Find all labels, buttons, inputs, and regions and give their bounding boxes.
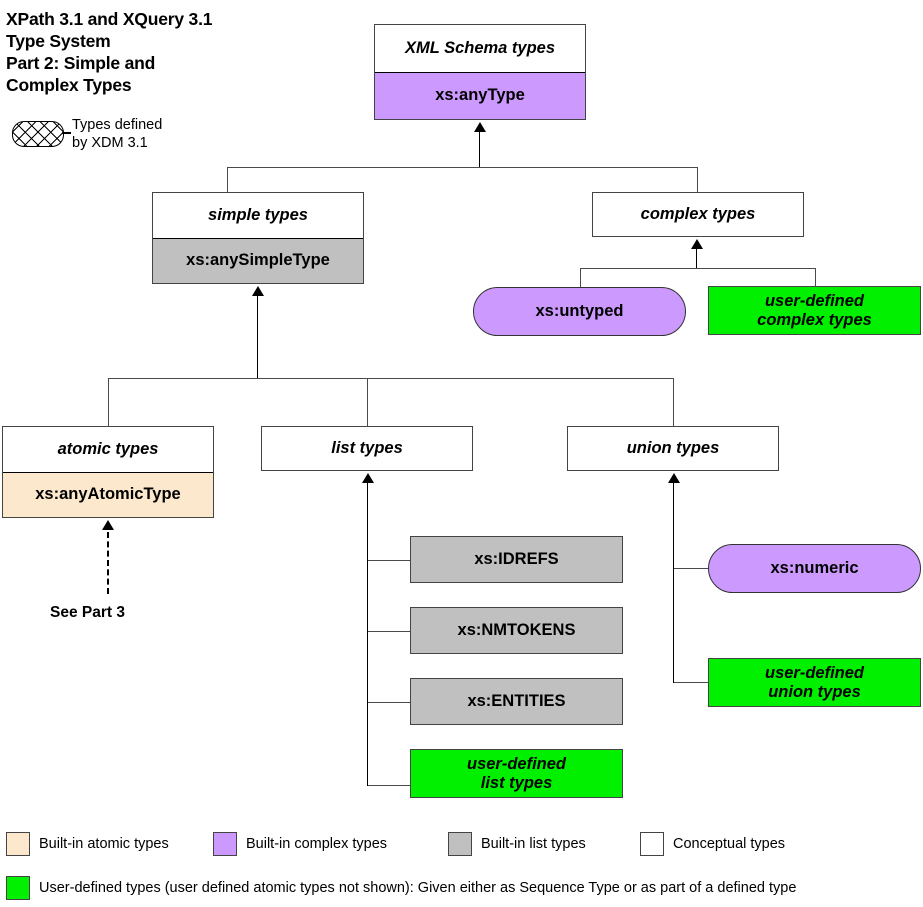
connector-to-list-types: [367, 378, 369, 427]
node-header: atomic types: [3, 427, 213, 472]
arrow-to-complex-types: [691, 239, 703, 249]
connector-complex-stem: [696, 249, 698, 269]
connector-level1-bar: [227, 167, 698, 169]
arrow-to-atomic-types: [102, 520, 114, 530]
connector-to-union-types: [673, 378, 675, 427]
node-body: xs:anyType: [375, 71, 585, 119]
legend-item-user-defined: User-defined types (user defined atomic …: [6, 876, 796, 900]
connector-complex-bar: [580, 268, 816, 270]
node-header: XML Schema types: [375, 25, 585, 72]
connector-to-atomic-types: [108, 378, 110, 427]
node-union-types[interactable]: union types: [567, 426, 779, 471]
page-title: XPath 3.1 and XQuery 3.1 Type System Par…: [6, 9, 213, 95]
connector-to-complex-types: [697, 167, 699, 193]
node-header: complex types: [593, 193, 803, 236]
leaf-xs-numeric[interactable]: xs:numeric: [708, 544, 921, 593]
see-part3-label: See Part 3: [50, 604, 125, 621]
leaf-xs-nmtokens[interactable]: xs:NMTOKENS: [410, 607, 623, 654]
legend-swatch-purple: [213, 832, 237, 856]
legend-swatch-green: [6, 876, 30, 900]
connector-stub-user-list: [368, 785, 410, 787]
legend-item-builtin-list: Built-in list types: [448, 832, 586, 856]
node-xml-schema-types[interactable]: XML Schema types xs:anyType: [374, 24, 586, 120]
legend-swatch-gray: [448, 832, 472, 856]
legend-item-conceptual: Conceptual types: [640, 832, 785, 856]
node-list-types[interactable]: list types: [261, 426, 473, 471]
arrow-to-anytype: [474, 122, 486, 132]
node-header: simple types: [153, 193, 363, 238]
connector-simple-stem: [257, 296, 259, 379]
node-body: xs:anyAtomicType: [3, 471, 213, 517]
connector-stub-user-union: [674, 682, 716, 684]
leaf-user-defined-union-types[interactable]: user-defined union types: [708, 658, 921, 707]
leaf-user-defined-complex-types[interactable]: user-defined complex types: [708, 286, 921, 335]
legend-item-builtin-complex: Built-in complex types: [213, 832, 387, 856]
node-atomic-types[interactable]: atomic types xs:anyAtomicType: [2, 426, 214, 518]
connector-to-xs-untyped: [580, 268, 582, 288]
connector-list-spine: [367, 483, 369, 786]
connector-stub-numeric: [674, 568, 716, 570]
arrow-to-union-types: [668, 473, 680, 483]
node-header: list types: [262, 427, 472, 470]
legend-item-builtin-atomic: Built-in atomic types: [6, 832, 169, 856]
node-body: xs:anySimpleType: [153, 237, 363, 283]
arrow-to-list-types: [362, 473, 374, 483]
xdm-legend: Types defined by XDM 3.1: [12, 117, 212, 153]
leaf-user-defined-list-types[interactable]: user-defined list types: [410, 749, 623, 798]
xdm-legend-label: Types defined by XDM 3.1: [72, 117, 163, 151]
legend-swatch-white: [640, 832, 664, 856]
legend-label: User-defined types (user defined atomic …: [39, 880, 797, 896]
connector-to-user-complex: [815, 268, 817, 286]
connector-stub-nmtokens: [368, 631, 410, 633]
leaf-xs-entities[interactable]: xs:ENTITIES: [410, 678, 623, 725]
node-header: union types: [568, 427, 778, 470]
connector-union-spine: [673, 483, 675, 683]
arrow-to-simple-types: [252, 286, 264, 296]
connector-anytype-stem: [479, 132, 481, 168]
legend-tick: [62, 132, 71, 134]
leaf-xs-untyped[interactable]: xs:untyped: [473, 287, 686, 336]
connector-to-simple-types: [227, 167, 229, 193]
legend-label: Built-in list types: [481, 836, 586, 852]
leaf-xs-idrefs[interactable]: xs:IDREFS: [410, 536, 623, 583]
connector-see-part3-dashed: [107, 532, 109, 594]
node-simple-types[interactable]: simple types xs:anySimpleType: [152, 192, 364, 284]
node-complex-types[interactable]: complex types: [592, 192, 804, 237]
connector-level2-bar: [108, 378, 674, 380]
connector-stub-entities: [368, 702, 410, 704]
legend-label: Built-in atomic types: [39, 836, 169, 852]
legend-label: Conceptual types: [673, 836, 786, 852]
legend-swatch-peach: [6, 832, 30, 856]
connector-stub-idrefs: [368, 560, 410, 562]
hatched-stadium-icon: [12, 121, 64, 147]
legend-label: Built-in complex types: [246, 836, 388, 852]
